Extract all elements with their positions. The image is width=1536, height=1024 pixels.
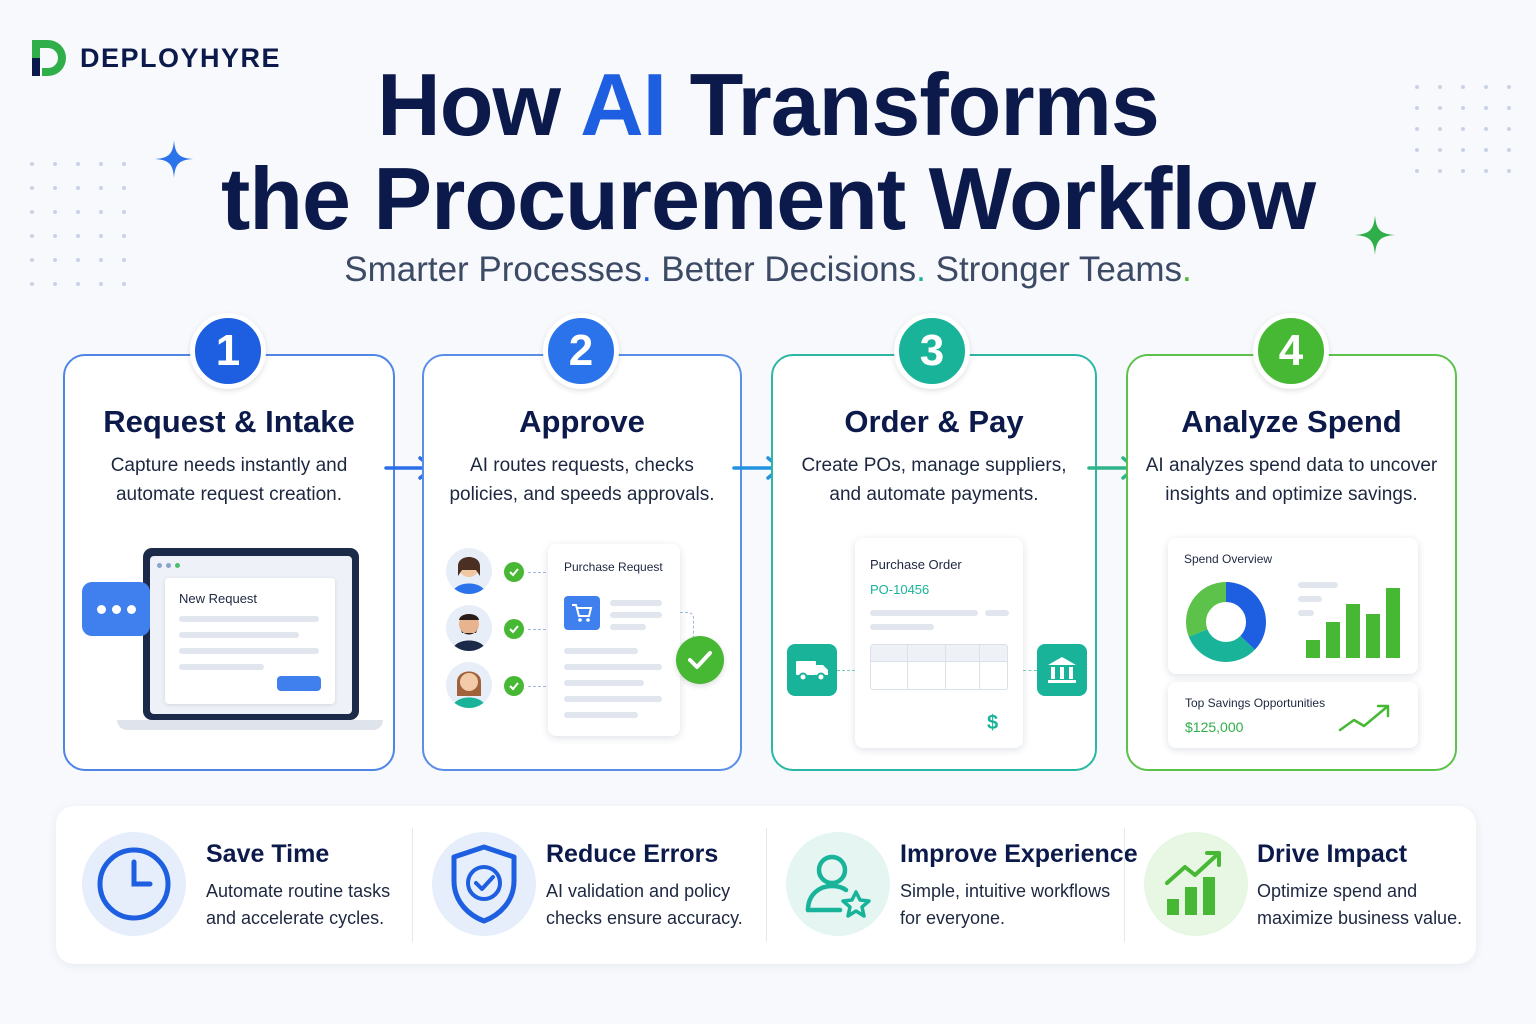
bar-chart-icon bbox=[1306, 586, 1404, 658]
step-card-request-intake[interactable]: Request & Intake Capture needs instantly… bbox=[63, 354, 395, 771]
purchase-request-document: Purchase Request bbox=[548, 544, 680, 736]
bank-icon bbox=[1037, 644, 1087, 696]
spend-overview-panel: Spend Overview bbox=[1168, 538, 1418, 674]
step-title: Approve bbox=[519, 404, 645, 439]
step-description: Capture needs instantly and automate req… bbox=[75, 451, 383, 509]
step-description: AI analyzes spend data to uncover insigh… bbox=[1138, 451, 1445, 509]
subtitle-dot-blue: . bbox=[641, 250, 652, 289]
benefit-description: Optimize spend and maximize business val… bbox=[1257, 878, 1471, 932]
purchase-request-label: Purchase Request bbox=[564, 560, 663, 574]
brand-logo[interactable]: DEPLOYHYRE bbox=[30, 38, 281, 78]
step-title: Order & Pay bbox=[844, 404, 1024, 439]
step-title: Analyze Spend bbox=[1181, 404, 1402, 439]
step-description-line: AI routes requests, checks bbox=[470, 455, 694, 476]
step-number-badge: 3 bbox=[894, 313, 970, 389]
benefit-description-line: and accelerate cycles. bbox=[206, 908, 385, 928]
benefit-title: Save Time bbox=[206, 840, 330, 868]
dollar-icon: $ bbox=[987, 712, 999, 734]
subtitle-part-3: Stronger Teams bbox=[935, 250, 1183, 289]
benefit-improve-experience: Improve Experience Simple, intuitive wor… bbox=[760, 806, 1138, 964]
new-request-label: New Request bbox=[179, 591, 258, 606]
benefit-save-time: Save Time Automate routine tasks and acc… bbox=[56, 806, 412, 964]
clock-icon bbox=[82, 832, 186, 936]
step-description-line: automate request creation. bbox=[115, 484, 343, 505]
submit-button-icon bbox=[277, 676, 321, 691]
cart-icon bbox=[564, 596, 600, 630]
title-word-ai: AI bbox=[580, 55, 667, 154]
savings-label: Top Savings Opportunities bbox=[1185, 696, 1326, 710]
benefit-reduce-errors: Reduce Errors AI validation and policy c… bbox=[406, 806, 766, 964]
title-line-2: the Procurement Workflow bbox=[220, 149, 1316, 248]
benefit-description: Simple, intuitive workflows for everyone… bbox=[900, 878, 1120, 932]
approved-check-icon bbox=[676, 636, 724, 684]
subtitle-part-1: Smarter Processes bbox=[344, 250, 642, 289]
donut-chart-icon bbox=[1186, 582, 1266, 662]
shield-check-icon bbox=[432, 832, 536, 936]
step-description-line: AI analyzes spend data to uncover bbox=[1145, 455, 1438, 476]
page-subtitle: Smarter Processes. Better Decisions. Str… bbox=[0, 250, 1536, 290]
benefits-bar: Save Time Automate routine tasks and acc… bbox=[56, 806, 1476, 964]
savings-panel: Top Savings Opportunities $125,000 bbox=[1168, 682, 1418, 748]
spend-overview-label: Spend Overview bbox=[1184, 552, 1273, 566]
benefit-description-line: maximize business value. bbox=[1257, 908, 1463, 928]
decorative-dot-grid-left bbox=[30, 162, 126, 286]
user-star-icon bbox=[786, 832, 890, 936]
title-word-how: How bbox=[377, 55, 561, 154]
step-card-order-pay[interactable]: Order & Pay Create POs, manage suppliers… bbox=[771, 354, 1097, 771]
benefit-description-line: for everyone. bbox=[900, 908, 1006, 928]
approver-avatar bbox=[446, 662, 492, 708]
sparkle-green-icon bbox=[1355, 215, 1395, 255]
decorative-dot-grid-right bbox=[1415, 85, 1511, 173]
benefit-description: AI validation and policy checks ensure a… bbox=[546, 878, 756, 932]
benefit-description-line: Optimize spend and bbox=[1257, 881, 1418, 901]
benefit-description-line: checks ensure accuracy. bbox=[546, 908, 743, 928]
benefit-drive-impact: Drive Impact Optimize spend and maximize… bbox=[1118, 806, 1476, 964]
benefit-title: Drive Impact bbox=[1257, 840, 1408, 868]
purchase-order-document: Purchase Order PO-10456 $ bbox=[855, 538, 1023, 748]
growth-chart-icon bbox=[1144, 832, 1248, 936]
subtitle-part-2: Better Decisions bbox=[661, 250, 917, 289]
benefit-description-line: AI validation and policy bbox=[546, 881, 731, 901]
approver-avatar bbox=[446, 605, 492, 651]
title-word-transforms: Transforms bbox=[689, 55, 1160, 154]
benefit-title: Reduce Errors bbox=[546, 840, 719, 868]
chat-bubble-icon bbox=[82, 582, 150, 636]
step-description-line: policies, and speeds approvals. bbox=[449, 484, 715, 505]
check-icon bbox=[504, 676, 524, 696]
step-description: AI routes requests, checks policies, and… bbox=[434, 451, 730, 509]
check-icon bbox=[504, 619, 524, 639]
trend-up-icon bbox=[1338, 704, 1390, 732]
step-number-badge: 4 bbox=[1253, 313, 1329, 389]
step-number-badge: 1 bbox=[190, 313, 266, 389]
benefit-title: Improve Experience bbox=[900, 840, 1138, 868]
purchase-order-label: Purchase Order bbox=[870, 557, 962, 572]
delivery-truck-icon bbox=[787, 644, 837, 696]
step-description-line: Capture needs instantly and bbox=[110, 455, 348, 476]
subtitle-dot-teal: . bbox=[916, 250, 926, 289]
laptop-illustration: New Request bbox=[117, 548, 383, 738]
benefit-description-line: Automate routine tasks bbox=[206, 881, 391, 901]
check-icon bbox=[504, 562, 524, 582]
step-card-analyze-spend[interactable]: Analyze Spend AI analyzes spend data to … bbox=[1126, 354, 1457, 771]
sparkle-blue-icon bbox=[155, 140, 193, 178]
benefit-description: Automate routine tasks and accelerate cy… bbox=[206, 878, 406, 932]
step-description: Create POs, manage suppliers, and automa… bbox=[783, 451, 1085, 509]
page-title: How AI Transforms the Procurement Workfl… bbox=[0, 58, 1536, 246]
step-card-approve[interactable]: Approve AI routes requests, checks polic… bbox=[422, 354, 742, 771]
benefit-description-line: Simple, intuitive workflows bbox=[900, 881, 1111, 901]
step-description-line: and automate payments. bbox=[829, 484, 1039, 505]
step-number-badge: 2 bbox=[543, 313, 619, 389]
step-description-line: Create POs, manage suppliers, bbox=[801, 455, 1067, 476]
po-number: PO-10456 bbox=[870, 582, 930, 597]
step-title: Request & Intake bbox=[103, 404, 355, 439]
approver-avatar bbox=[446, 548, 492, 594]
brand-name: DEPLOYHYRE bbox=[80, 42, 282, 73]
deployhyre-logo-icon bbox=[32, 40, 66, 76]
order-table bbox=[870, 644, 1008, 690]
subtitle-dot-green: . bbox=[1182, 250, 1192, 289]
step-description-line: insights and optimize savings. bbox=[1165, 484, 1418, 505]
savings-value: $125,000 bbox=[1185, 719, 1244, 735]
